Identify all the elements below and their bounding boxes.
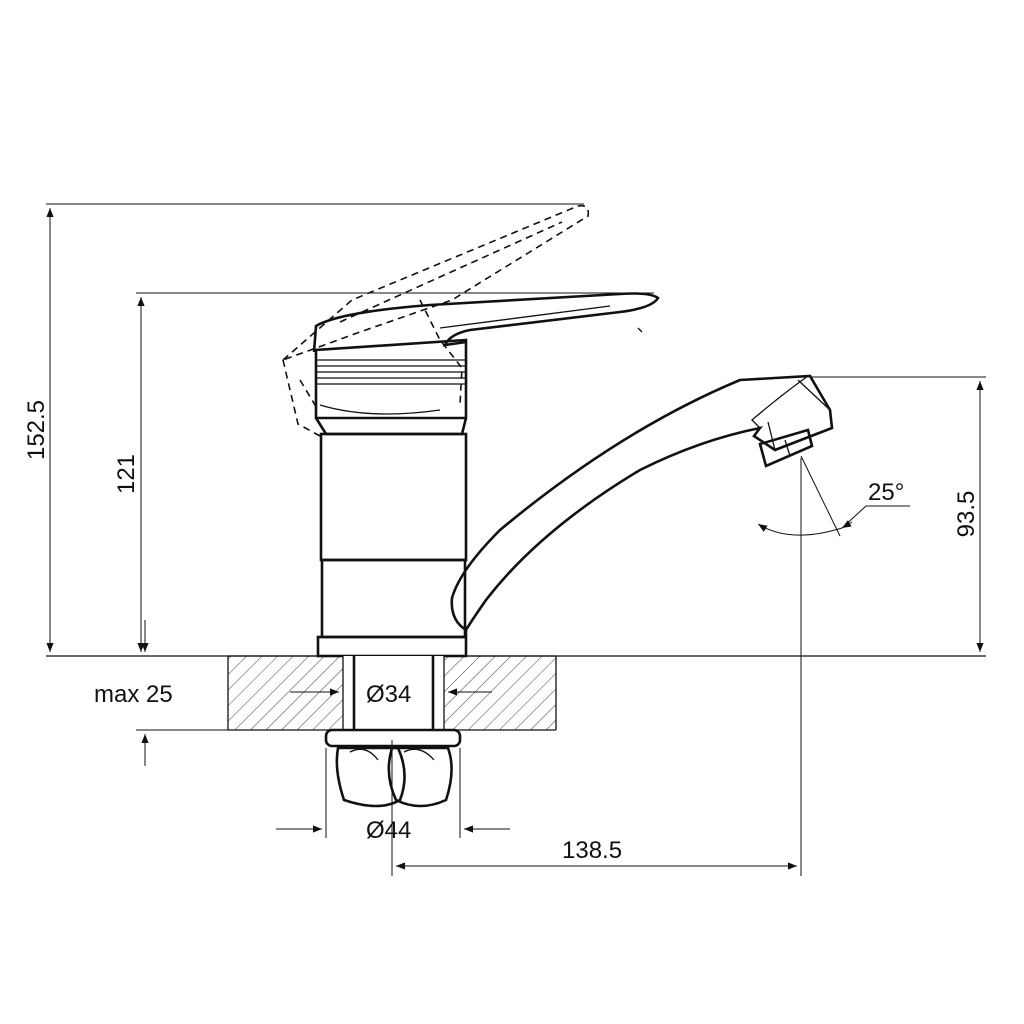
dim-spout-height: 93.5	[812, 376, 986, 652]
body-height-label: 121	[113, 454, 140, 494]
dim-swivel-angle: 25°	[757, 455, 910, 537]
spout	[450, 374, 834, 636]
lever-handle-raised	[282, 204, 590, 437]
nut-diameter-label: Ø44	[366, 817, 411, 844]
dim-spout-reach: 138.5	[391, 458, 802, 876]
dim-stud-diameter: Ø34	[290, 681, 492, 708]
spout-height-label: 93.5	[953, 491, 980, 538]
countertop-section	[227, 655, 557, 731]
dim-total-height: 152.5	[23, 203, 584, 652]
swivel-angle-label: 25°	[868, 479, 904, 506]
dim-countertop: max 25	[94, 620, 228, 766]
lever-handle	[312, 292, 660, 353]
mounting-nut	[324, 728, 462, 808]
mounting-stud	[342, 656, 445, 730]
stud-diameter-label: Ø34	[366, 681, 411, 708]
total-height-label: 152.5	[23, 400, 50, 460]
countertop-label: max 25	[94, 681, 173, 708]
faucet-body	[314, 338, 468, 658]
spout-reach-label: 138.5	[562, 837, 622, 864]
dim-nut-diameter: Ø44	[276, 748, 510, 844]
dim-body-height: 121	[113, 292, 654, 652]
